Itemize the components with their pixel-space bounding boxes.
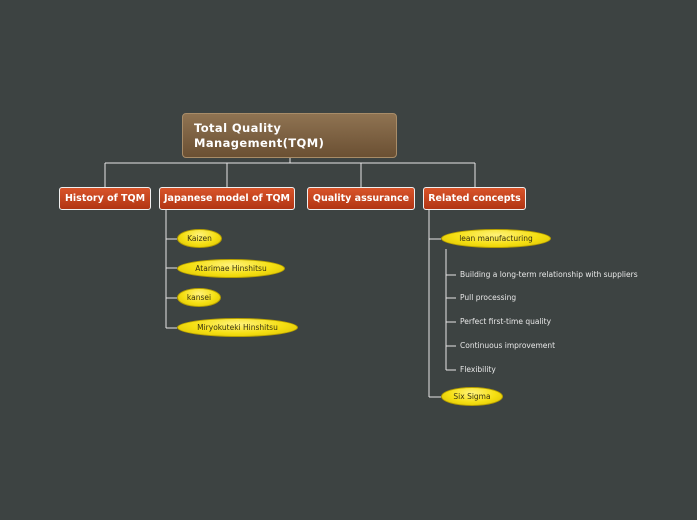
leaf-continuous-improvement[interactable]: Continuous improvement [460,341,556,350]
connector-related-concepts [428,210,441,398]
connector-japanese-model [165,210,177,329]
subtopic-six-sigma[interactable]: Six Sigma [441,387,503,406]
leaf-first-time-quality[interactable]: Perfect first-time quality [460,317,552,326]
leaf-pull-processing[interactable]: Pull processing [460,293,517,302]
topic-related-concepts[interactable]: Related concepts [423,187,526,210]
subtopic-kaizen[interactable]: Kaizen [177,229,222,248]
leaf-supplier-relationship[interactable]: Building a long-term relationship with s… [460,270,638,279]
connector-lean-manufacturing [445,249,456,371]
leaf-flexibility[interactable]: Flexibility [460,365,496,374]
subtopic-kansei[interactable]: kansei [177,288,221,307]
connector-root-bus [104,158,476,187]
central-topic[interactable]: Total Quality Management(TQM) [182,113,397,158]
topic-history-of-tqm[interactable]: History of TQM [59,187,151,210]
central-topic-line1: Total Quality [194,121,282,135]
subtopic-miryokuteki-hinshitsu[interactable]: Miryokuteki Hinshitsu [177,318,298,337]
subtopic-lean-manufacturing[interactable]: lean manufacturing [441,229,551,248]
subtopic-atarimae-hinshitsu[interactable]: Atarimae Hinshitsu [177,259,285,278]
topic-quality-assurance[interactable]: Quality assurance [307,187,415,210]
central-topic-line2: Management(TQM) [194,136,325,150]
topic-japanese-model[interactable]: Japanese model of TQM [159,187,295,210]
